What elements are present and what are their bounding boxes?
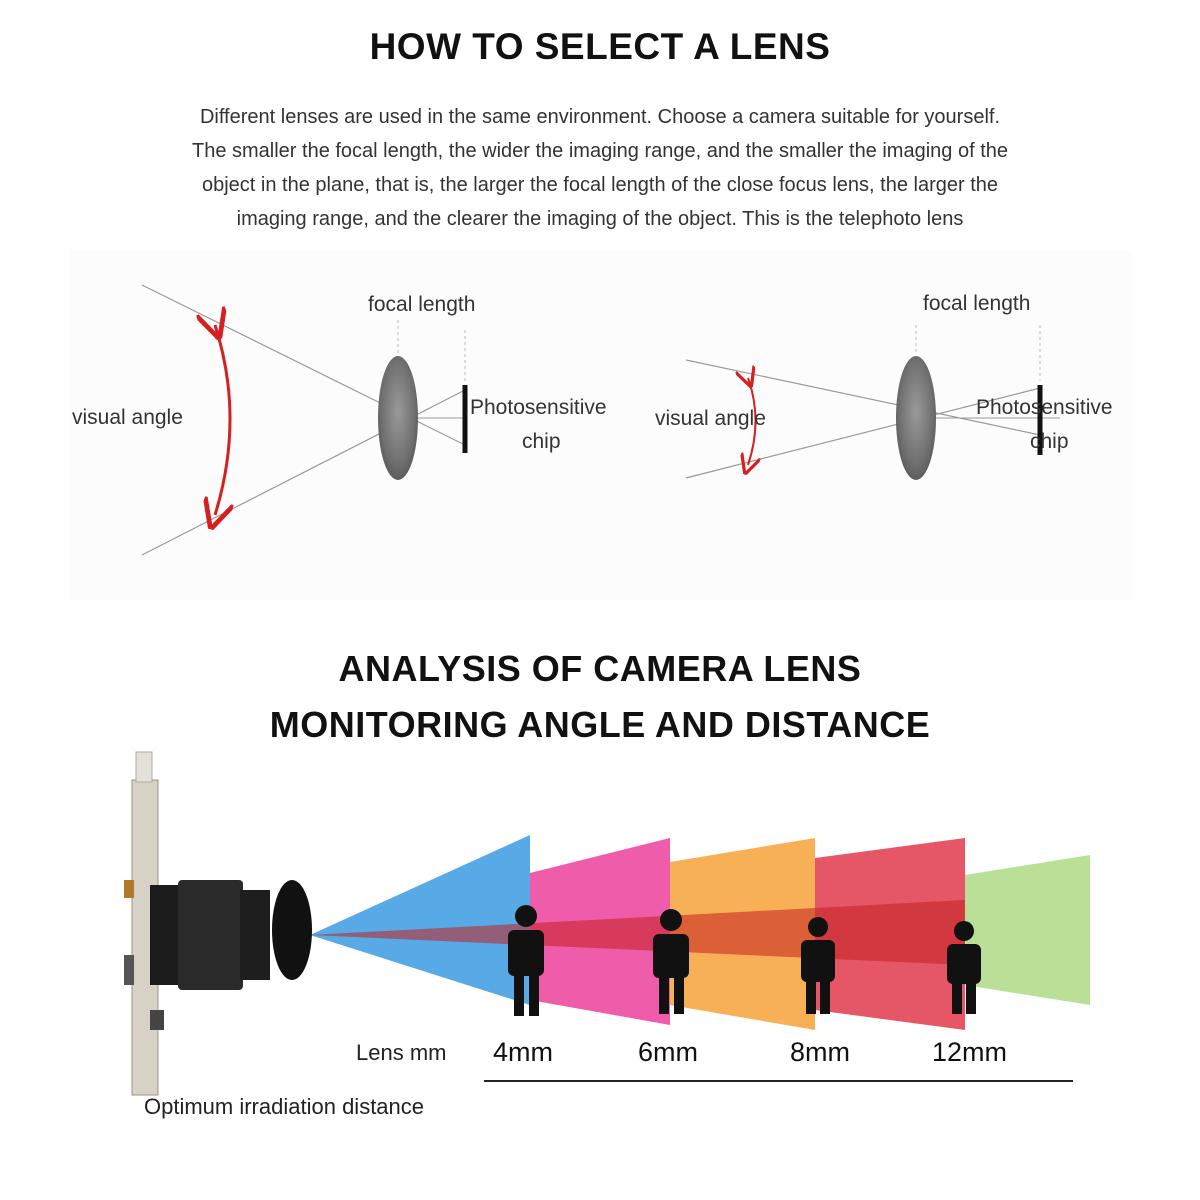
lens-8mm-label: 8mm	[790, 1037, 850, 1068]
lens-4mm-label: 4mm	[493, 1037, 553, 1068]
angle-arrow-icon	[215, 325, 230, 515]
lens-icon	[378, 356, 418, 480]
optimum-distance-label: Optimum irradiation distance	[144, 1094, 424, 1120]
lens-6mm-label: 6mm	[638, 1037, 698, 1068]
tele-visual-angle-label: visual angle	[655, 407, 766, 431]
pcb-connector	[136, 752, 152, 782]
lens-icon	[896, 356, 936, 480]
pcb-component	[124, 880, 134, 898]
tele-chip-label-2: chip	[1030, 430, 1069, 454]
lens-barrel-icon	[178, 880, 243, 990]
beam-12mm	[965, 855, 1090, 1005]
lens-ring	[240, 890, 270, 980]
wide-angle-diagram	[142, 285, 465, 555]
tele-focal-length-label: focal length	[923, 292, 1030, 316]
pcb-component	[150, 1010, 164, 1030]
wide-chip-label: Photosensitive	[470, 396, 607, 420]
wide-chip-label-2: chip	[522, 430, 561, 454]
lens-front-icon	[272, 880, 312, 980]
tele-chip-label: Photosensitive	[976, 396, 1113, 420]
section-title-analysis-line1: ANALYSIS OF CAMERA LENS	[0, 648, 1200, 690]
pcb-component	[124, 955, 134, 985]
section-title-analysis-line2: MONITORING ANGLE AND DISTANCE	[0, 704, 1200, 746]
lens-12mm-label: 12mm	[932, 1037, 1007, 1068]
wide-visual-angle-label: visual angle	[72, 406, 183, 430]
lens-mm-label: Lens mm	[356, 1040, 446, 1066]
wide-focal-length-label: focal length	[368, 293, 475, 317]
beam-4mm-blue	[310, 835, 530, 1005]
lens-mount	[150, 885, 180, 985]
